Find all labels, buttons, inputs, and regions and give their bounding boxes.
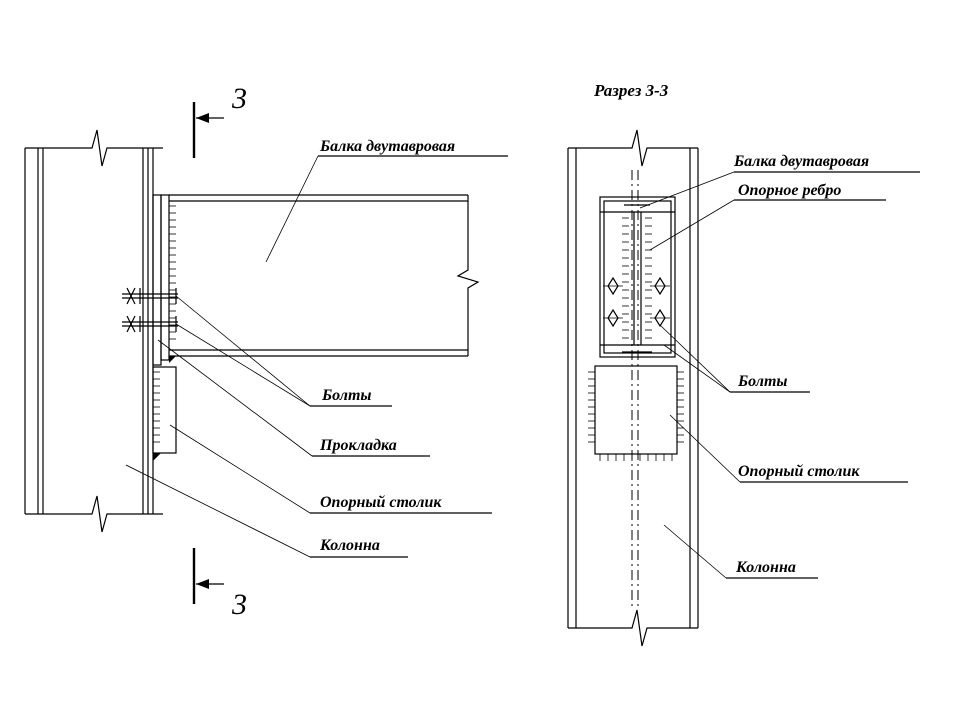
bolt-upper (122, 287, 178, 305)
section-number-top: 3 (231, 82, 247, 115)
left-elevation-view: 3 3 Балка двутаврова (24, 82, 508, 621)
section-number-bottom: 3 (231, 588, 247, 621)
label-column-right: Колонна (735, 559, 796, 576)
bolts-left (122, 287, 178, 333)
bolt-symbols-right (603, 276, 670, 328)
label-beam-left: Балка двутавровая (319, 138, 455, 155)
bolt-lower (122, 315, 178, 333)
leaders-right (639, 171, 920, 579)
label-rib-right: Опорное ребро (738, 182, 841, 199)
label-beam-right: Балка двутавровая (733, 153, 869, 170)
seat-right (588, 365, 684, 461)
leaders-left (125, 155, 508, 558)
beam-section-right (599, 196, 676, 358)
section-mark-top: 3 (192, 82, 247, 158)
label-shim-left: Прокладка (319, 437, 397, 454)
i-beam-left (169, 194, 480, 363)
section-title: Разрез 3-3 (593, 81, 669, 100)
label-seat-right: Опорный столик (738, 463, 860, 480)
seat-left (152, 366, 177, 461)
label-bolts-right: Болты (737, 373, 788, 390)
column-right (567, 129, 699, 647)
label-column-left: Колонна (319, 537, 380, 554)
shim-plate-left (152, 194, 162, 366)
column-left (24, 129, 163, 533)
label-seat-left: Опорный столик (320, 494, 442, 511)
section-mark-bottom: 3 (192, 548, 247, 621)
right-section-view: Разрез 3-3 (567, 81, 920, 647)
end-plate-left (160, 194, 170, 361)
label-bolts-left: Болты (321, 387, 372, 404)
